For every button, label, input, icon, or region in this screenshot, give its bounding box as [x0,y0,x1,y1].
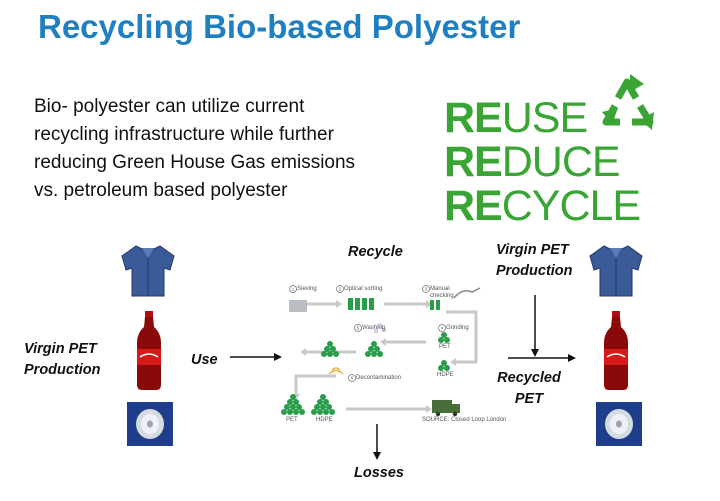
svg-text:2: 2 [339,287,342,292]
virgin-pet-arrow [531,295,539,357]
use-label: Use [191,352,218,368]
logo-line-recycle: RECYCLE [444,182,641,230]
recycling-process-diagram: 1 2 3 5 4 6 [281,285,481,417]
hdpe-bottom-label: HDPE [316,417,333,423]
reuse-reduce-recycle-logo: REUSE REDUCE RECYCLE [444,94,641,230]
logo-line-reduce: REDUCE [444,138,621,186]
step-manual-checking-label: Manual checking [430,286,454,299]
logo-line-reuse: REUSE [444,94,588,142]
intro-line: recycling infrastructure while further [34,124,334,145]
step-decontamination-label: Decontamination [356,375,402,381]
svg-text:1: 1 [292,287,295,292]
hdpe-top-label: HDPE [437,372,454,378]
jacket-icon [121,245,175,297]
recycled-arrow [508,354,576,362]
use-arrow [230,353,282,361]
pet-bottom-label: PET [286,417,298,423]
recycle-arrows-icon [602,74,654,130]
film-roll-icon [596,402,642,446]
virgin-pet-production-left-label: Virgin PET Production [24,341,101,378]
intro-line: Bio- polyester can utilize current [34,96,305,117]
recycle-label: Recycle [348,244,403,260]
pet-top-label: PET [439,344,451,350]
step-optical-sorting-label: Optical sorting [344,286,383,292]
source-label: SOURCE: Closed Loop London [422,417,507,423]
step-washing-label: Washing [362,325,386,331]
page-title: Recycling Bio-based Polyester [38,8,521,45]
cola-bottle-icon [137,311,161,390]
step-grinding-label: Grinding [446,325,469,331]
svg-text:5: 5 [357,326,360,331]
losses-arrow [373,424,381,460]
truck-icon [432,400,460,417]
svg-text:4: 4 [441,326,444,331]
svg-text:6: 6 [351,376,354,381]
svg-text:3: 3 [425,287,428,292]
step-sieving-label: Sieving [297,286,317,292]
film-roll-icon [127,402,173,446]
intro-line: vs. petroleum based polyester [34,180,288,201]
intro-line: reducing Green House Gas emissions [34,152,356,173]
losses-label: Losses [354,465,404,481]
recycled-pet-label: Recycled PET [497,370,561,407]
intro-text: Bio- polyester can utilize current recyc… [34,93,414,205]
cola-bottle-icon [604,311,628,390]
virgin-pet-production-right-label: Virgin PET Production [496,242,573,279]
jacket-icon [589,245,643,297]
